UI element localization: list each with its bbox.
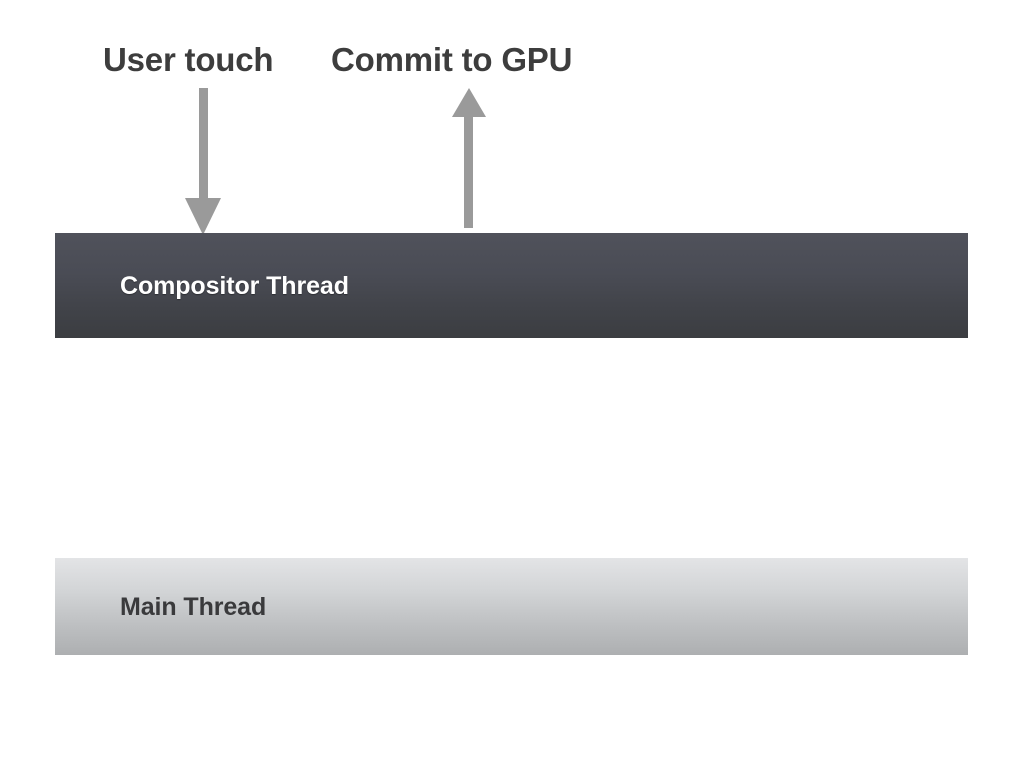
arrow-up-icon-commit-to-gpu xyxy=(452,88,486,228)
lane-main-thread: Main Thread xyxy=(55,558,968,655)
annotation-label-user-touch: User touch xyxy=(103,41,274,78)
arrow-down-icon-user-touch xyxy=(185,88,221,235)
annotation-label-commit-to-gpu: Commit to GPU xyxy=(331,41,573,78)
lane-label-main-thread: Main Thread xyxy=(120,592,267,621)
lane-label-compositor-thread: Compositor Thread xyxy=(120,271,349,300)
lane-compositor-thread: Compositor Thread xyxy=(55,233,968,338)
